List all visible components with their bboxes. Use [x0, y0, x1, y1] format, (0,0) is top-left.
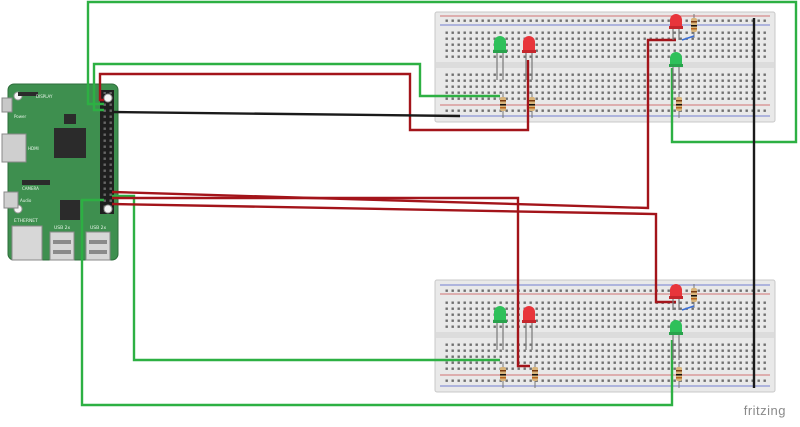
wire-red-1 — [98, 60, 530, 132]
audio-label: Audio — [20, 198, 32, 203]
led-green-bottom-right — [669, 320, 683, 360]
wire-red-3 — [112, 196, 530, 368]
audio-jack — [3, 191, 19, 209]
gpio-pins — [102, 92, 112, 212]
wire-green-2 — [92, 62, 500, 112]
resistor-bottom-2 — [532, 362, 538, 388]
breadboard-top — [434, 11, 776, 123]
led-red-bottom-left — [522, 306, 536, 350]
ethernet-port — [11, 225, 43, 261]
led-green-top-right — [669, 52, 683, 90]
ram-chip — [60, 200, 80, 220]
resistor-top-1 — [500, 92, 506, 118]
top-board-components — [493, 14, 697, 118]
ethernet-label: ETHERNET — [14, 218, 38, 224]
hdmi-port — [1, 133, 27, 163]
power-label: Power — [14, 114, 26, 119]
wire-green-4 — [80, 198, 674, 407]
resistor-bottom-3 — [691, 284, 697, 308]
wire-black-1 — [111, 110, 461, 118]
wire-red-4 — [111, 202, 676, 304]
resistor-top-2 — [529, 92, 535, 118]
resistor-bottom-1 — [500, 362, 506, 388]
resistor-bottom-4 — [676, 362, 682, 388]
led-green-bottom-left — [493, 306, 507, 350]
usb-a-label: USB 2x — [54, 225, 71, 231]
fritzing-credit: fritzing — [743, 403, 786, 418]
usb-b-label: USB 2x — [90, 225, 107, 231]
bottom-board-components — [493, 284, 697, 388]
breadboard-bottom — [434, 279, 776, 393]
wire-red-2 — [111, 38, 676, 210]
resistor-top-4 — [676, 92, 682, 118]
wire-green-3 — [112, 194, 500, 362]
wire-green-1 — [86, 0, 798, 144]
wires — [80, 0, 798, 407]
led-red-top-right — [669, 14, 683, 40]
raspberry-pi-board: ETHERNET USB 2x USB 2x Power HDMI Audio … — [1, 83, 119, 261]
soc-chip — [54, 128, 86, 158]
camera-label: CAMERA — [22, 186, 39, 191]
usb-port-a — [49, 231, 75, 261]
led-red-top-left — [522, 36, 536, 80]
hdmi-label: HDMI — [28, 146, 39, 151]
power-port — [1, 97, 13, 113]
led-green-top-left — [493, 36, 507, 80]
usb-port-b — [85, 231, 111, 261]
resistor-top-3 — [691, 14, 697, 38]
led-red-bottom-right — [669, 284, 683, 310]
display-label: DISPLAY — [36, 94, 53, 99]
